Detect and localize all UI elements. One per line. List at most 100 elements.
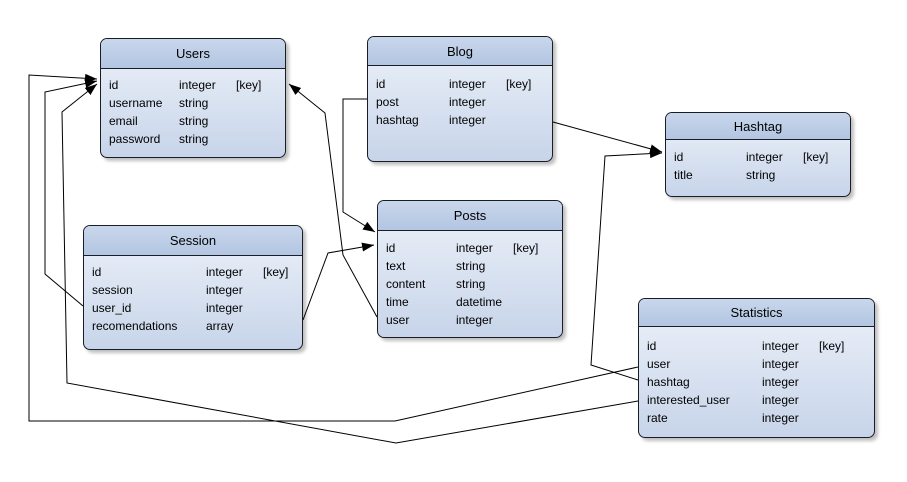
field-type: integer (762, 339, 799, 353)
field-name: user (386, 313, 410, 327)
field-type: integer (449, 77, 486, 91)
field-type: integer (762, 411, 799, 425)
entity-title-session: Session (84, 226, 302, 256)
field-name: interested_user (647, 393, 730, 407)
field-row-posts-id: id integer [key] (378, 239, 562, 257)
field-row-blog-hashtag: hashtag integer (368, 111, 552, 129)
field-name: password (109, 132, 161, 146)
field-row-posts-text: text string (378, 257, 562, 275)
field-name: content (386, 277, 426, 291)
field-type: array (206, 319, 234, 333)
field-type: integer (206, 283, 243, 297)
field-row-users-email: email string (101, 112, 285, 130)
field-row-blog-id: id integer [key] (368, 75, 552, 93)
edge-posts-user-to-users-id[interactable] (288, 83, 378, 318)
field-type: string (179, 114, 209, 128)
field-name: hashtag (376, 113, 419, 127)
field-name: rate (647, 411, 668, 425)
field-row-session-id: id integer [key] (84, 263, 302, 281)
edge-statistics-hashtag-to-hashtag-id[interactable] (590, 149, 663, 381)
field-key-flag: [key] (263, 265, 289, 279)
entity-title-users: Users (101, 39, 285, 69)
field-name: id (376, 77, 386, 91)
field-key-flag: [key] (506, 77, 532, 91)
field-type: integer (206, 301, 243, 315)
edge-statistics-interesteduser-to-users-id[interactable] (61, 83, 639, 444)
field-type: integer (746, 150, 783, 164)
entity-title-hashtag: Hashtag (666, 113, 850, 140)
edge-blog-hashtag-to-hashtag-id[interactable] (552, 121, 663, 154)
field-type: string (179, 96, 209, 110)
field-name: title (674, 168, 693, 182)
field-row-statistics-id: id integer [key] (639, 337, 874, 355)
field-name: id (109, 78, 119, 92)
field-row-statistics-user: user integer (639, 355, 874, 373)
field-name: email (109, 114, 138, 128)
field-type: string (456, 259, 486, 273)
field-type: integer (449, 113, 486, 127)
field-row-posts-content: content string (378, 275, 562, 293)
field-row-statistics-rate: rate integer (639, 409, 874, 427)
field-name: id (674, 150, 684, 164)
field-type: string (179, 132, 209, 146)
field-row-hashtag-title: title string (666, 166, 850, 184)
field-row-users-username: username string (101, 94, 285, 112)
field-type: integer (206, 265, 243, 279)
field-row-users-id: id integer [key] (101, 76, 285, 94)
field-type: string (746, 168, 776, 182)
field-type: string (456, 277, 486, 291)
field-type: integer (456, 313, 493, 327)
entity-title-statistics: Statistics (639, 299, 874, 327)
edge-statistics-user-to-users-id[interactable] (28, 73, 639, 422)
field-name: session (92, 283, 133, 297)
field-name: user (647, 357, 671, 371)
field-name: id (386, 241, 396, 255)
entity-fields-posts: id integer [key] text string content string tim… (378, 231, 562, 329)
field-type: integer (762, 357, 799, 371)
field-row-statistics-interested_user: interested_user integer (639, 391, 874, 409)
field-type: datetime (456, 295, 503, 309)
field-key-flag: [key] (236, 78, 262, 92)
edge-blog-post-to-posts-id[interactable] (342, 98, 376, 233)
field-name: time (386, 295, 409, 309)
entity-title-blog: Blog (368, 37, 552, 66)
field-row-users-password: password string (101, 130, 285, 148)
field-type: integer (762, 375, 799, 389)
field-name: id (92, 265, 102, 279)
edge-session-userid-to-users-id[interactable] (44, 79, 98, 307)
field-row-statistics-hashtag: hashtag integer (639, 373, 874, 391)
field-key-flag: [key] (819, 339, 845, 353)
field-type: integer (762, 393, 799, 407)
field-row-session-recomendations: recomendations array (84, 317, 302, 335)
edge-session-recomendations-to-posts-id[interactable] (302, 242, 375, 321)
field-row-posts-time: time datetime (378, 293, 562, 311)
field-name: hashtag (647, 375, 690, 389)
field-name: username (109, 96, 163, 110)
field-row-session-session: session integer (84, 281, 302, 299)
field-type: integer (179, 78, 216, 92)
field-type: integer (456, 241, 493, 255)
entity-title-posts: Posts (378, 201, 562, 231)
field-name: id (647, 339, 657, 353)
field-name: text (386, 259, 406, 273)
entity-table-users[interactable]: Users id integer [key] username string email st… (100, 38, 286, 158)
field-key-flag: [key] (513, 241, 539, 255)
entity-table-posts[interactable]: Posts id integer [key] text string content stri… (377, 200, 563, 338)
field-row-posts-user: user integer (378, 311, 562, 329)
field-name: recomendations (92, 319, 178, 333)
